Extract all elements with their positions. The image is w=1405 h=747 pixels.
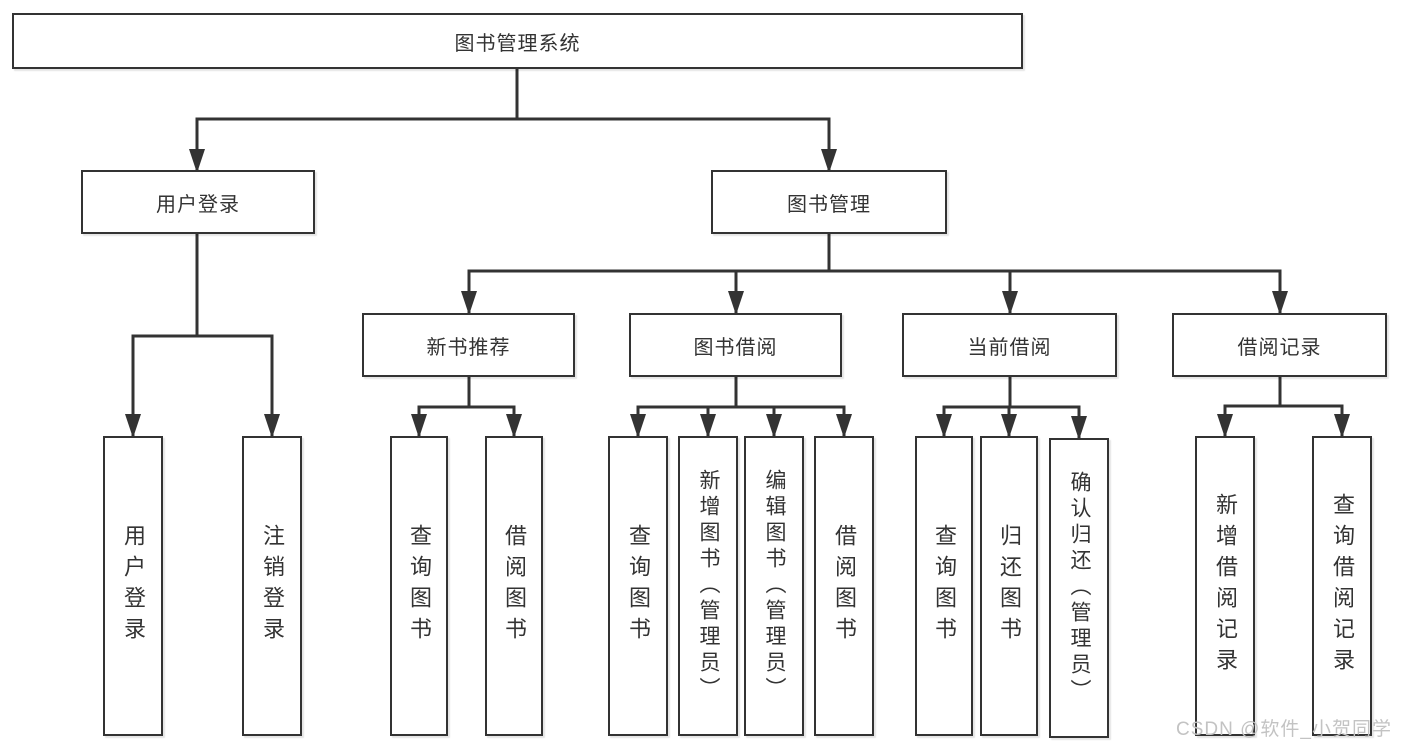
connector-root-to-level1 bbox=[189, 68, 837, 173]
node-book-management: 图书管理 bbox=[711, 170, 947, 234]
connector-current-children bbox=[936, 375, 1087, 440]
leaf-borrow-borrow-book: 借阅图书 bbox=[814, 436, 874, 736]
node-new-book-recommend: 新书推荐 bbox=[362, 313, 575, 377]
leaf-borrow-add-book-admin: 新增图书（管理员） bbox=[678, 436, 738, 736]
connector-newbook-children bbox=[411, 375, 522, 438]
node-current-borrow: 当前借阅 bbox=[902, 313, 1117, 377]
csdn-watermark: CSDN @软件_小贺同学 bbox=[1176, 719, 1392, 740]
leaf-newbook-query-book: 查询图书 bbox=[390, 436, 448, 736]
leaf-borrow-edit-book-admin: 编辑图书（管理员） bbox=[744, 436, 804, 736]
leaf-current-query-book: 查询图书 bbox=[915, 436, 973, 736]
leaf-record-query-record: 查询借阅记录 bbox=[1312, 436, 1372, 736]
leaf-current-confirm-return-admin: 确认归还（管理员） bbox=[1049, 438, 1109, 738]
node-book-borrow: 图书借阅 bbox=[629, 313, 842, 377]
leaf-user-login: 用户登录 bbox=[103, 436, 163, 736]
leaf-logout: 注销登录 bbox=[242, 436, 302, 736]
leaf-borrow-query-book: 查询图书 bbox=[608, 436, 668, 736]
connector-record-children bbox=[1217, 375, 1350, 438]
connector-userlogin-children bbox=[125, 233, 280, 438]
node-root-system: 图书管理系统 bbox=[12, 13, 1023, 69]
node-user-login: 用户登录 bbox=[81, 170, 315, 234]
node-borrow-record: 借阅记录 bbox=[1172, 313, 1387, 377]
connector-bookmgmt-children bbox=[461, 233, 1288, 315]
leaf-current-return-book: 归还图书 bbox=[980, 436, 1038, 736]
leaf-newbook-borrow-book: 借阅图书 bbox=[485, 436, 543, 736]
connector-borrow-children bbox=[630, 375, 852, 438]
leaf-record-add-record: 新增借阅记录 bbox=[1195, 436, 1255, 736]
